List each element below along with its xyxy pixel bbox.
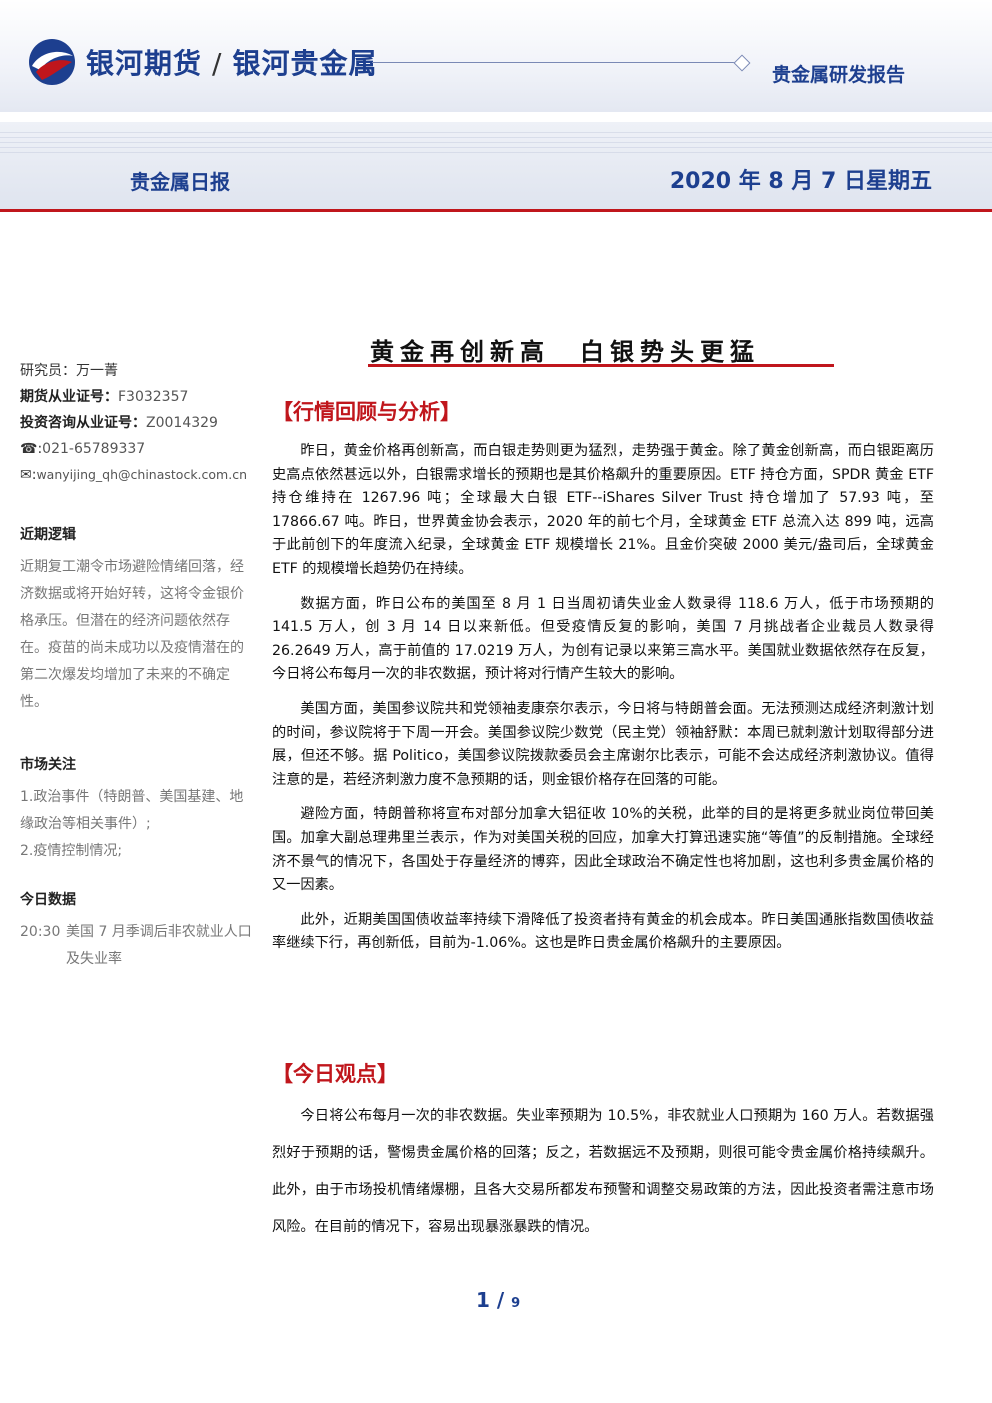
logic-heading: 近期逻辑: [20, 527, 76, 543]
phone-line: ☎:021-65789337: [20, 441, 146, 457]
brand-sub: 银河贵金属: [232, 47, 378, 80]
review-paragraph-2: 数据方面，昨日公布的美国至 8 月 1 日当周初请失业金人数录得 118.6 万…: [272, 595, 934, 683]
data-description: 美国 7 月季调后非农就业人口及失业率: [66, 924, 252, 967]
galaxy-logo-icon: [29, 39, 75, 85]
brand-logo-text: 银河期货 / 银河贵金属: [86, 42, 377, 82]
data-time: 20:30: [20, 924, 61, 940]
phone-number: 021-65789337: [42, 441, 146, 457]
focus-heading: 市场关注: [20, 757, 76, 773]
brand-main: 银河期货: [86, 47, 203, 80]
report-date: 2020 年 8 月 7 日星期五: [669, 169, 932, 194]
total-pages: 9: [511, 1296, 521, 1311]
section-market-review-heading: 【行情回顾与分析】: [272, 400, 461, 424]
mail-icon: ✉: [20, 467, 32, 483]
focus-item-1: 1.政治事件（特朗普、美国基建、地缘政治等相关事件）;: [20, 789, 244, 832]
futures-license-number: F3032357: [118, 389, 189, 405]
header-stripes: [0, 132, 992, 156]
section-today-view-heading: 【今日观点】: [272, 1062, 398, 1086]
analyst-name: 研究员：万一菁: [20, 363, 118, 379]
current-page: 1: [476, 1288, 490, 1312]
report-type: 贵金属研发报告: [772, 64, 906, 86]
header-red-rule: [0, 209, 992, 212]
sidebar: 研究员：万一菁 期货从业证号：F3032357 投资咨询从业证号：Z001432…: [20, 358, 256, 973]
review-paragraph-1: 昨日，黄金价格再创新高，而白银走势则更为猛烈，走势强于黄金。除了黄金创新高，而白…: [272, 443, 934, 577]
invest-license-number: Z0014329: [146, 415, 218, 431]
section-today-view-body: 今日将公布每月一次的非农数据。失业率预期为 10.5%，非农就业人口预期为 16…: [272, 1098, 934, 1246]
page-separator: /: [496, 1288, 505, 1312]
header-divider-line: [372, 62, 738, 63]
focus-item-2: 2.疫情控制情况;: [20, 843, 123, 859]
invest-license-label: 投资咨询从业证号：: [20, 415, 146, 431]
brand-separator: /: [212, 47, 223, 80]
diamond-icon: [733, 54, 751, 72]
review-paragraph-5: 此外，近期美国国债收益率持续下滑降低了投资者持有黄金的机会成本。昨日美国通胀指数…: [272, 911, 934, 952]
page-number: 1 / 9: [476, 1288, 520, 1312]
invest-license: 投资咨询从业证号：Z0014329: [20, 410, 256, 436]
header-top-band: 银河期货 / 银河贵金属 贵金属研发报告: [0, 0, 992, 112]
data-heading: 今日数据: [20, 892, 76, 908]
header-title-band: [0, 122, 992, 210]
phone-icon: ☎: [20, 441, 38, 457]
today-view-paragraph: 今日将公布每月一次的非农数据。失业率预期为 10.5%，非农就业人口预期为 16…: [272, 1108, 934, 1235]
section-market-review-body: 昨日，黄金价格再创新高，而白银走势则更为猛烈，走势强于黄金。除了黄金创新高，而白…: [272, 440, 934, 967]
data-item: 20:30 美国 7 月季调后非农就业人口及失业率: [20, 919, 256, 973]
review-paragraph-4: 避险方面，特朗普称将宣布对部分加拿大铝征收 10%的关税，此举的目的是将更多就业…: [272, 806, 934, 894]
headline-underline: [368, 364, 834, 367]
email-line: ✉:wanyijing_qh@chinastock.com.cn: [20, 467, 247, 483]
review-paragraph-3: 美国方面，美国参议院共和党领袖麦康奈尔表示，今日将与特朗普会面。无法预测达成经济…: [272, 700, 934, 788]
report-headline: 黄金再创新高 白银势头更猛: [370, 338, 760, 366]
email-address[interactable]: wanyijing_qh@chinastock.com.cn: [36, 467, 247, 482]
logic-text: 近期复工潮令市场避险情绪回落，经济数据或将开始好转，这将令金银价格承压。但潜在的…: [20, 559, 244, 710]
header-gap: [0, 112, 992, 122]
futures-license-label: 期货从业证号：: [20, 389, 118, 405]
futures-license: 期货从业证号：F3032357: [20, 384, 256, 410]
daily-report-title: 贵金属日报: [130, 170, 230, 194]
